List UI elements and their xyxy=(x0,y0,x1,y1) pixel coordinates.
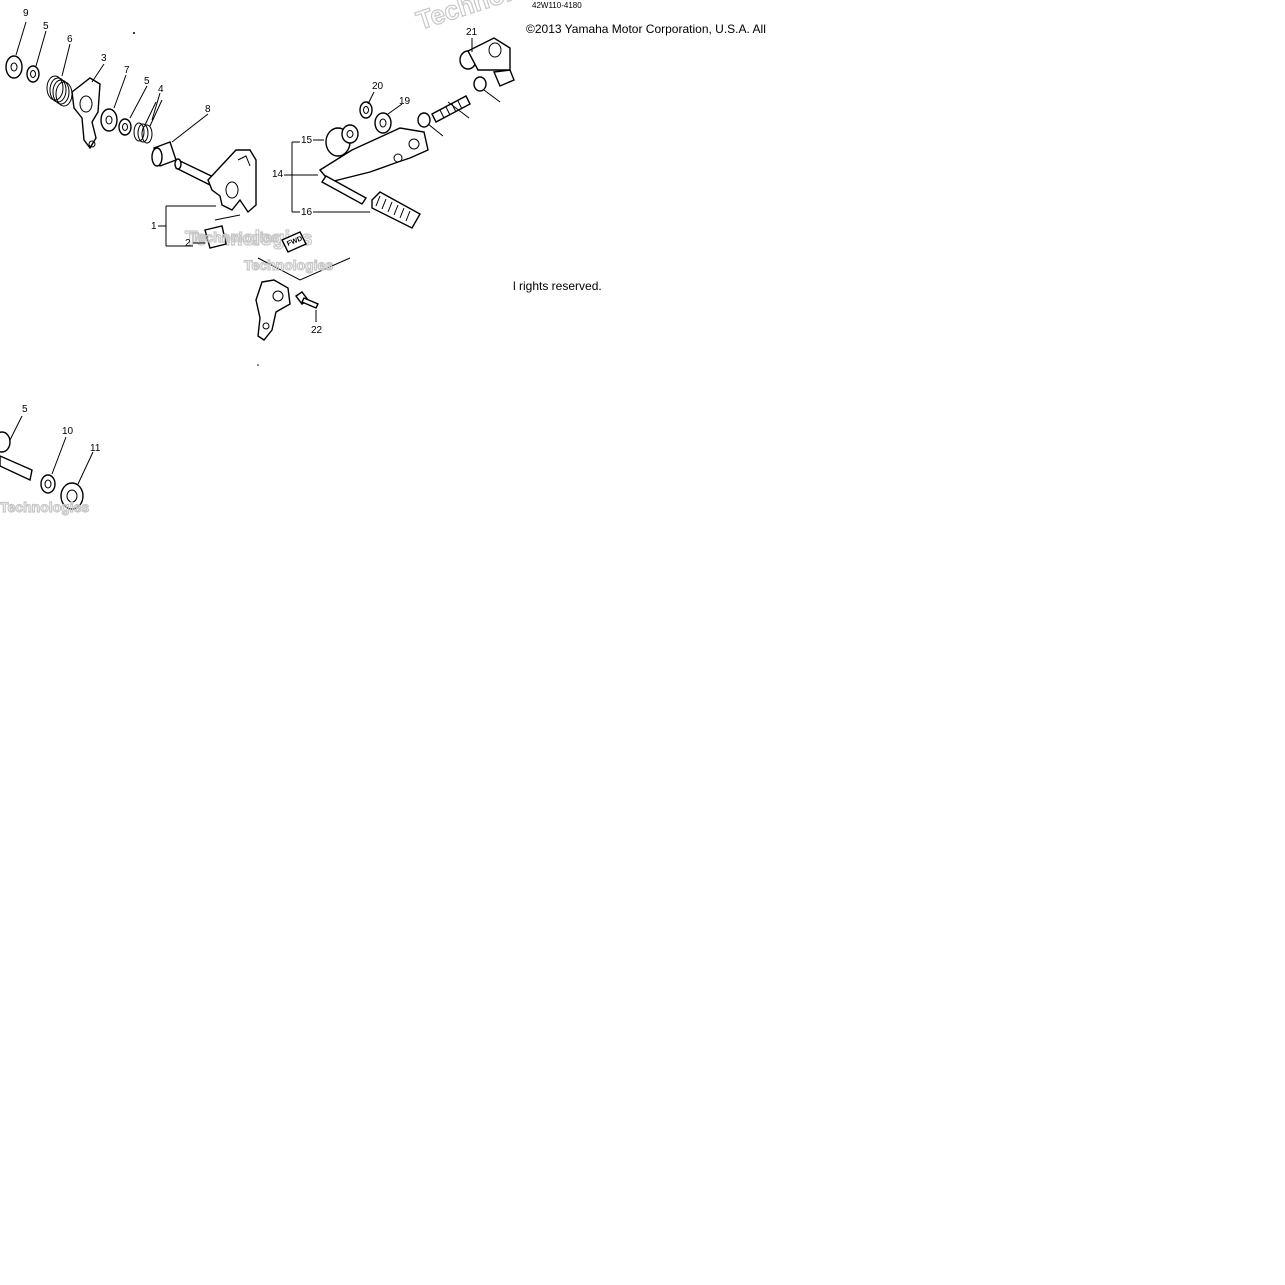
callout-6: 6 xyxy=(67,34,73,45)
callout-16: 20 xyxy=(372,81,384,92)
washer-10 xyxy=(40,474,56,494)
fwd-tag: FWD xyxy=(281,231,307,253)
callout-15: 19 xyxy=(399,96,411,107)
washer-9 xyxy=(5,55,23,79)
callout-5-a: 5 xyxy=(43,21,49,32)
callout-13: 15 xyxy=(301,135,313,146)
callout-3: 3 xyxy=(101,53,107,64)
callout-19: 22 xyxy=(311,325,323,336)
bolt-20 xyxy=(431,95,471,123)
shift-shaft-1 xyxy=(174,149,257,249)
callout-1: 1 xyxy=(151,221,157,232)
washer-7 xyxy=(100,108,118,132)
callout-10: 10 xyxy=(62,426,74,437)
tile-lower-left: 5 10 11 Technologies xyxy=(0,404,101,516)
pedal-rubber-14 xyxy=(371,191,421,229)
footrest-bracket-18 xyxy=(459,37,515,87)
callout-11: 11 xyxy=(90,443,101,454)
collar-8 xyxy=(151,141,177,167)
spring-6 xyxy=(46,75,73,107)
shift-arm-3 xyxy=(71,77,101,150)
copyright-text-continued: l rights reserved. xyxy=(513,279,602,293)
circlip-5-a xyxy=(26,65,40,83)
tile-shift-pedal: Technologies FWD 20 19 15 14 16 21 xyxy=(272,0,580,253)
tile-shift-shaft: Technologies xyxy=(5,8,313,251)
pedal-boss-13 xyxy=(325,124,359,157)
callout-9: 9 xyxy=(23,8,29,19)
watermark-text-lower: Technologies xyxy=(244,257,333,273)
callout-8: 8 xyxy=(205,104,211,115)
bracket-plate xyxy=(255,279,291,341)
circlip-16 xyxy=(359,101,373,119)
callout-7: 7 xyxy=(124,65,130,76)
part-number: 42W110-4180 xyxy=(532,1,582,10)
shift-pedal-12 xyxy=(318,127,429,205)
callout-5-c: 5 xyxy=(22,404,28,415)
watermark-text-small: Technologies xyxy=(190,229,279,245)
circlip-5-b xyxy=(118,118,132,136)
callout-18: 21 xyxy=(466,27,478,38)
watermark-text-left: Technologies xyxy=(0,499,89,515)
spring-4 xyxy=(133,99,163,144)
callout-4: 4 xyxy=(158,84,164,95)
nut-21 xyxy=(417,112,431,128)
nut-22 xyxy=(473,76,487,92)
seal-11 xyxy=(60,482,84,510)
washer-15 xyxy=(374,112,392,134)
shaft-end xyxy=(0,455,33,482)
callout-5-b: 5 xyxy=(144,76,150,87)
callout-2: 2 xyxy=(185,238,191,249)
bolt-19 xyxy=(294,291,319,309)
callout-14: 16 xyxy=(301,207,313,218)
copyright-text: ©2013 Yamaha Motor Corporation, U.S.A. A… xyxy=(526,22,766,36)
circlip-5-c xyxy=(0,431,11,453)
tile-lower-bracket: Technologies 22 xyxy=(243,256,351,366)
callout-12: 14 xyxy=(272,169,284,180)
